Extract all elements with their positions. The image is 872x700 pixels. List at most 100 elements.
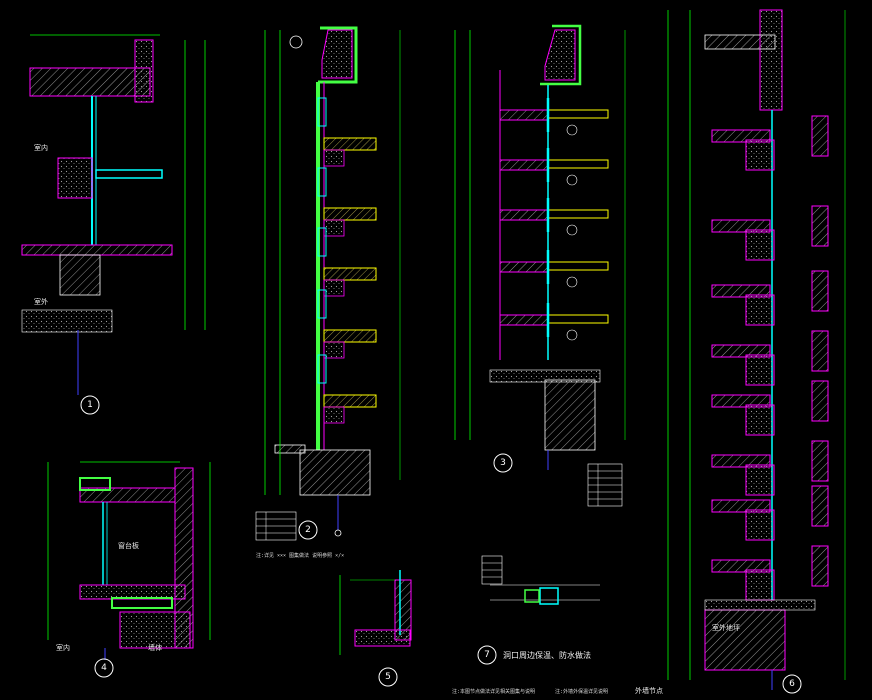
d3-parapet-insulation [540,24,582,86]
d6-floor-slab [711,344,771,358]
d3-parapet [544,29,576,81]
d1-bubble-number: 1 [87,400,93,410]
bottom-note-a: 注:本图节点做法详见相关图集与说明 [452,688,535,695]
d6-floor-slab [711,219,771,233]
d3-floor-slab [499,209,549,221]
d7-insulation [524,589,540,603]
d6-label-ground: 室外地坪 [712,623,740,632]
d2-parapet [321,29,353,79]
d6-floor-slab [711,394,771,408]
d6-beam [745,294,775,326]
d6-beam [745,229,775,261]
d6-floor-slab [711,129,771,143]
d2-floor-slab [323,207,377,221]
d2-callout-bubble [289,35,303,49]
d3-ground [489,369,601,383]
d1-mid-frame [95,169,163,179]
d6-outer-panel [811,485,829,527]
d3-slab-extension [547,209,609,219]
detail-7: 7 洞口周边保温、防水做法 [477,555,600,665]
d2-floor-beam [323,279,345,297]
d4-bottom-beam [119,611,191,649]
d5-bubble-number: 5 [385,672,391,682]
d4-sill-insulation [111,597,173,609]
d3-slab-extension [547,261,609,271]
d6-floor-slab [711,499,771,513]
d7-legend-table [481,555,503,585]
d2-legend-table [255,511,297,541]
d2-floor-beam [323,149,345,167]
d2-window-frame [317,97,327,127]
d6-top-parapet [759,9,783,111]
d6-ground [704,599,816,611]
d2-window-frame [317,227,327,257]
d4-label-wall: 墙体 [148,643,162,652]
d5-sill [354,629,411,647]
d6-floor-slab [711,559,771,573]
d6-floor-beams [711,115,829,601]
d2-window-frame [317,289,327,319]
d2-floor-slab [323,137,377,151]
d3-floor-slab [499,159,549,171]
d2-floor-slab [323,394,377,408]
d2-windows [317,97,327,384]
d2-floor-slab [323,267,377,281]
d1-top-slab [29,67,151,97]
detail-6: 6 室外地坪 [667,9,846,694]
d6-beam [745,464,775,496]
d2-foundation [299,449,371,496]
d6-floor-slab [711,454,771,468]
bottom-note-b: 注:外墙外保温详见说明 [555,688,608,695]
d4-detail-bubble [94,658,114,678]
d3-slab-extension [547,109,609,119]
d6-detail-bubble [782,674,802,694]
d1-footing [59,254,101,296]
d3-pipe [566,174,578,186]
d1-ground [21,309,113,333]
d1-mid-beam [57,157,93,199]
d1-floor-slab [21,244,173,256]
d6-bubble-number: 6 [789,679,795,689]
d4-label-sill: 窗台板 [118,541,139,550]
detail-4: 4 窗台板 室内 墙体 [47,461,211,678]
d6-beam [745,354,775,386]
d6-outer-panel [811,440,829,482]
d7-title: 洞口周边保温、防水做法 [503,650,591,660]
d4-sill [79,584,186,600]
d7-detail-bubble [477,645,497,665]
d3-floor-slab [499,261,549,273]
d6-floor-slab [711,284,771,298]
d6-outer-panel [811,330,829,372]
d3-legend-table [587,463,623,507]
d3-slab-extension [547,159,609,169]
d3-floor-slab [499,314,549,326]
d3-pipe [566,124,578,136]
d6-outer-panel [811,545,829,587]
d1-top-parapet [134,39,154,103]
d2-note: 注:详见 ××× 图集做法 说明参照 ×/× [256,552,344,559]
bottom-note-c: 外墙节点 [635,686,663,695]
d2-detail-bubble [298,520,318,540]
d6-outer-panel [811,205,829,247]
d4-bubble-number: 4 [101,663,107,673]
d3-bubble-number: 3 [500,458,506,468]
d6-top-slab [704,34,776,50]
d3-pipe [566,224,578,236]
d2-window-frame [317,167,327,197]
detail-2: 2 注:详见 ××× 图集做法 说明参照 ×/× [255,26,401,559]
d1-label-exterior: 室外 [34,297,48,306]
d3-pipe [566,329,578,341]
d3-floor-slabs [499,98,609,341]
d4-label-interior: 室内 [56,643,70,652]
d3-detail-bubble [493,453,513,473]
d6-outer-panel [811,115,829,157]
d6-foundation [704,609,786,671]
d6-beam [745,509,775,541]
d2-step [274,444,306,454]
d2-floor-beam [323,406,345,424]
d1-label-interior: 室内 [34,143,48,152]
d2-window-frame [317,354,327,384]
detail-5: 5 [339,570,412,687]
d6-beam [745,569,775,601]
